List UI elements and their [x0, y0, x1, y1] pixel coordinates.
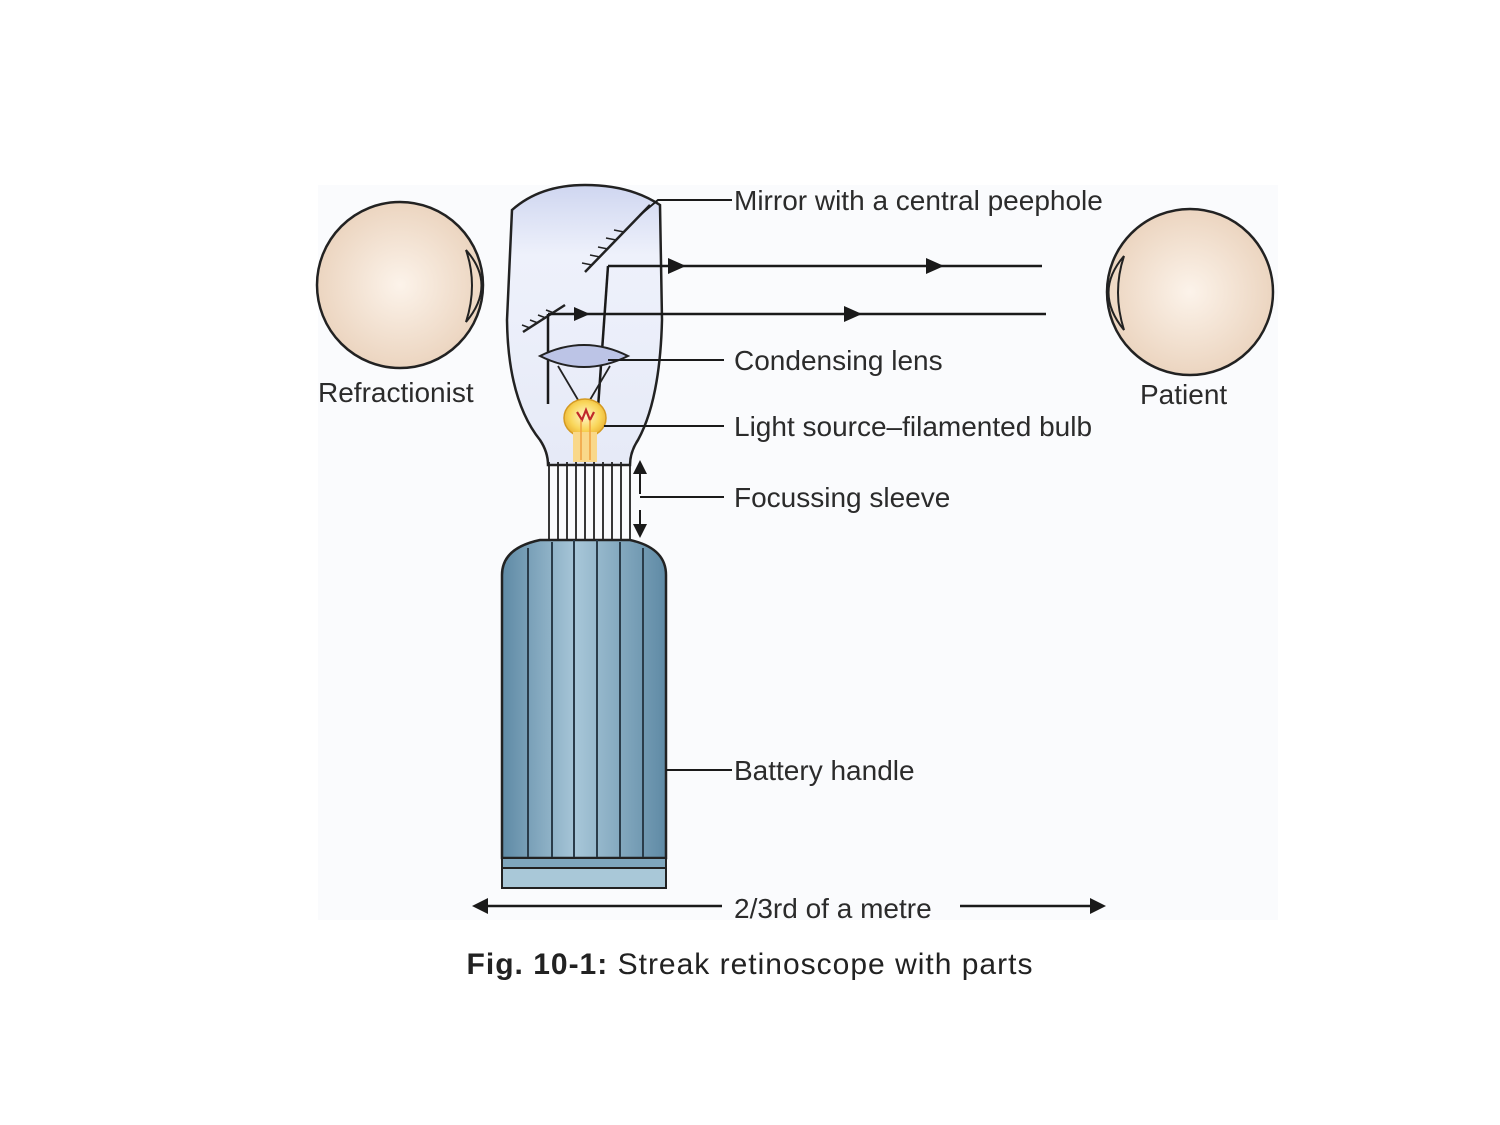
label-mirror: Mirror with a central peephole: [734, 185, 1103, 216]
leader-lines: [604, 199, 732, 771]
mirror-upper: [581, 204, 651, 273]
label-patient: Patient: [1140, 379, 1227, 410]
label-battery-handle: Battery handle: [734, 755, 915, 786]
label-condensing-lens: Condensing lens: [734, 345, 943, 376]
retinoscope-head: [505, 183, 664, 467]
label-distance: 2/3rd of a metre: [734, 893, 932, 924]
ray-arrows: [574, 258, 944, 322]
label-focussing-sleeve: Focussing sleeve: [734, 482, 950, 513]
caption-prefix: Fig. 10-1:: [466, 948, 609, 981]
filament-bulb: [563, 398, 607, 462]
label-refractionist: Refractionist: [318, 377, 474, 408]
focussing-sleeve: [548, 462, 631, 545]
distance-arrow: [472, 898, 1106, 914]
mirror-lower: [521, 303, 566, 334]
patient-eye: [1105, 207, 1275, 377]
figure-caption: Fig. 10-1: Streak retinoscope with parts: [0, 948, 1500, 982]
label-light-source: Light source–filamented bulb: [734, 411, 1092, 442]
battery-handle: [500, 538, 668, 889]
sleeve-movement-arrows: [633, 460, 647, 538]
caption-text: Streak retinoscope with parts: [617, 948, 1034, 981]
refractionist-eye: [315, 200, 485, 370]
